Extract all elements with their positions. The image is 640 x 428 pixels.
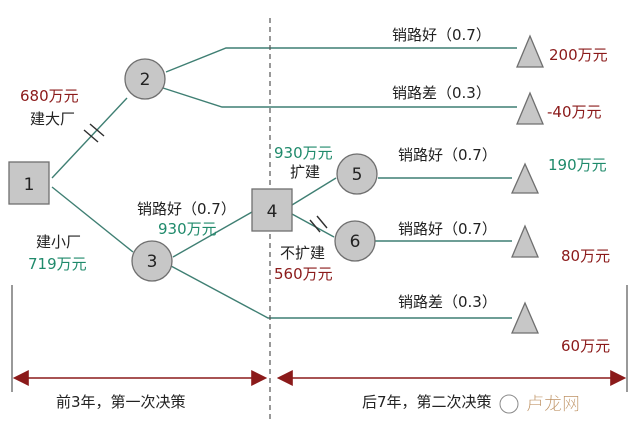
watermark: 卢龙网 (499, 394, 580, 415)
label-mid-value: 930万元 (158, 220, 217, 238)
label-upper-bad: 销路差（0.3） (392, 84, 491, 102)
label-expand: 扩建 (290, 163, 320, 181)
prune-mark-big-2 (89, 123, 105, 137)
label-n6-good: 销路好（0.7） (398, 220, 497, 238)
outcome-triangle-3 (510, 162, 540, 194)
label-mid-good: 销路好（0.7） (137, 200, 236, 218)
prune-marks (83, 123, 328, 233)
node-2-label: 2 (140, 70, 151, 90)
node-3-label: 3 (147, 252, 158, 272)
chance-node-6 (334, 220, 376, 262)
label-small-value: 719万元 (28, 255, 87, 273)
outcome-value-5: 60万元 (561, 337, 610, 355)
chance-node-5 (336, 153, 378, 195)
decision-node-4 (251, 188, 293, 232)
edge-3-lower (170, 265, 512, 319)
label-expand-value: 930万元 (274, 144, 333, 162)
outcome-value-3: 190万元 (548, 156, 607, 174)
label-big-build: 建大厂 (30, 110, 75, 128)
label-no-expand-value: 560万元 (274, 265, 333, 283)
label-big-value: 680万元 (20, 87, 79, 105)
timeline-right-label: 后7年，第二次决策 (362, 393, 492, 411)
prune-mark-no-expand-2 (316, 215, 328, 229)
watermark-text: 卢龙网 (526, 394, 580, 415)
chance-node-3 (131, 240, 173, 282)
edge-4-6 (291, 213, 335, 238)
outcome-triangle-5 (511, 301, 539, 334)
edge-2-lower (162, 87, 517, 108)
outcome-value-2: -40万元 (547, 103, 602, 121)
edge-3-4 (172, 211, 253, 258)
prune-mark-no-expand-1 (309, 219, 321, 233)
node-5-label: 5 (352, 165, 363, 185)
outcome-triangle-2 (516, 91, 544, 125)
node-4-label: 4 (267, 202, 278, 222)
chance-node-2 (124, 58, 166, 100)
outcome-triangles (510, 34, 544, 334)
label-lower-bad: 销路差（0.3） (398, 293, 497, 311)
edge-1-2 (51, 97, 128, 179)
label-upper-good: 销路好（0.7） (392, 26, 491, 44)
edge-2-upper (165, 47, 517, 73)
prune-mark-big-1 (83, 129, 99, 143)
outcome-value-1: 200万元 (549, 46, 608, 64)
decision-node-1 (8, 161, 50, 205)
outcome-triangle-1 (516, 34, 544, 68)
label-no-expand: 不扩建 (280, 244, 325, 262)
outcome-value-4: 80万元 (561, 247, 610, 265)
label-small-build: 建小厂 (36, 233, 81, 251)
label-n5-good: 销路好（0.7） (398, 146, 497, 164)
node-1-label: 1 (24, 175, 35, 195)
tree-edges (51, 47, 517, 319)
timeline-left-label: 前3年，第一次决策 (56, 393, 186, 411)
node-6-label: 6 (350, 232, 361, 252)
watermark-logo-icon (499, 394, 519, 414)
outcome-triangle-4 (511, 224, 539, 258)
edge-4-5 (291, 177, 337, 206)
edge-1-3 (51, 186, 134, 253)
